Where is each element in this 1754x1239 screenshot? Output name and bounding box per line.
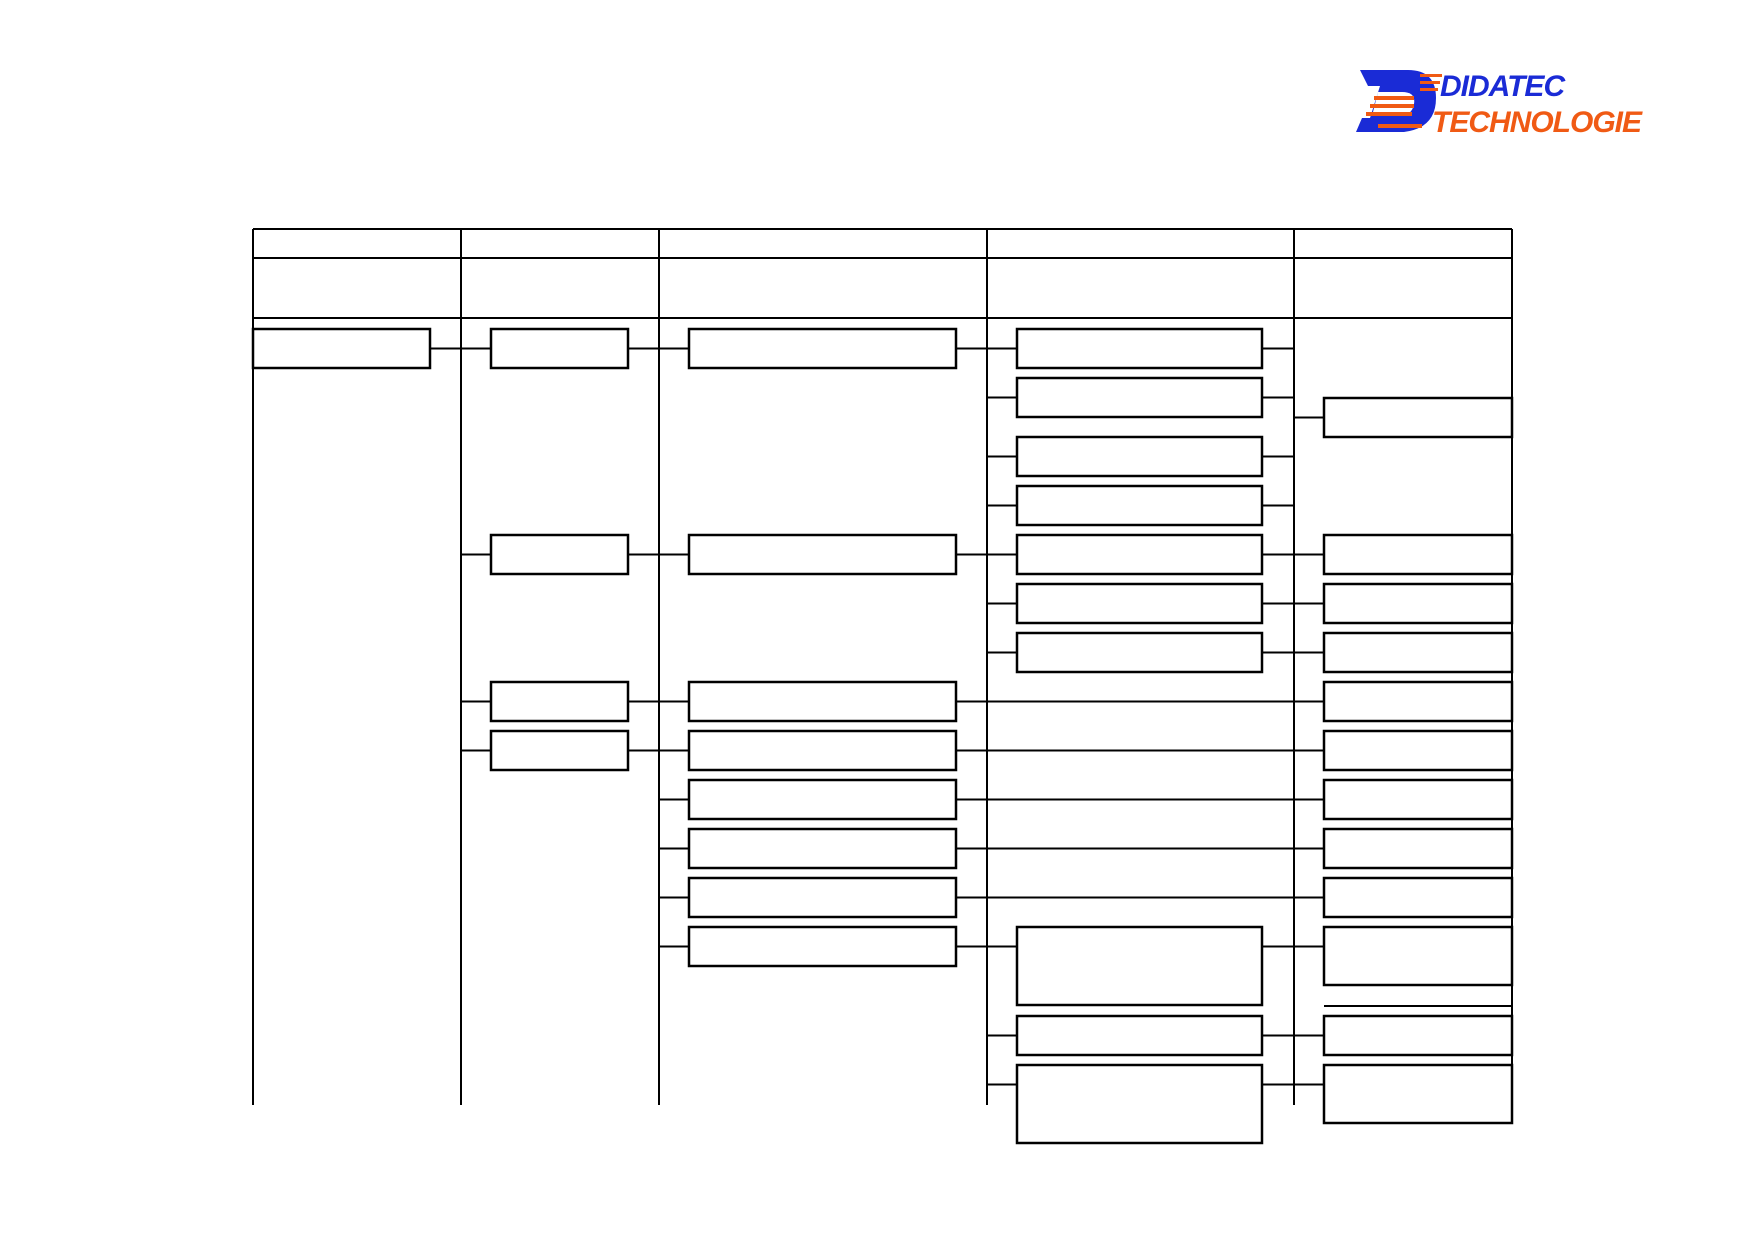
c3-box-7 [687,925,958,968]
c2-box-2 [489,680,630,723]
c5-box-9 [1322,925,1514,987]
c3-box-2 [687,680,958,723]
c3-box-0 [687,327,958,370]
c5-box-7 [1322,827,1514,870]
c1-box-0 [251,327,432,370]
c3-box-3 [687,729,958,772]
logo-text-didatec: DIDATEC [1440,70,1565,103]
didatec-d-mark-icon [1356,70,1442,132]
c4-box-3 [1015,484,1264,527]
c5-box-10 [1322,1014,1514,1057]
c5-box-11 [1322,1063,1514,1125]
c2-box-0 [489,327,630,370]
c5-box-0 [1322,396,1514,439]
c4-box-2 [1015,435,1264,478]
c5-box-2 [1322,582,1514,625]
c4-box-9 [1015,1063,1264,1145]
c5-box-4 [1322,680,1514,723]
c5-box-8 [1322,876,1514,919]
c5-box-6 [1322,778,1514,821]
c2-box-3 [489,729,630,772]
c5-box-5 [1322,729,1514,772]
c4-box-0 [1015,327,1264,370]
c3-box-6 [687,876,958,919]
c4-box-7 [1015,925,1264,1007]
c3-box-5 [687,827,958,870]
c3-box-4 [687,778,958,821]
c4-box-4 [1015,533,1264,576]
logo-text-technologie: TECHNOLOGIE [1432,106,1642,139]
c5-box-3 [1322,631,1514,674]
c4-box-8 [1015,1014,1264,1057]
didatec-logo: DIDATEC TECHNOLOGIE [1348,62,1688,152]
c4-box-1 [1015,376,1264,419]
c2-box-1 [489,533,630,576]
c4-box-5 [1015,582,1264,625]
c3-box-1 [687,533,958,576]
c5-box-1 [1322,533,1514,576]
c4-box-6 [1015,631,1264,674]
